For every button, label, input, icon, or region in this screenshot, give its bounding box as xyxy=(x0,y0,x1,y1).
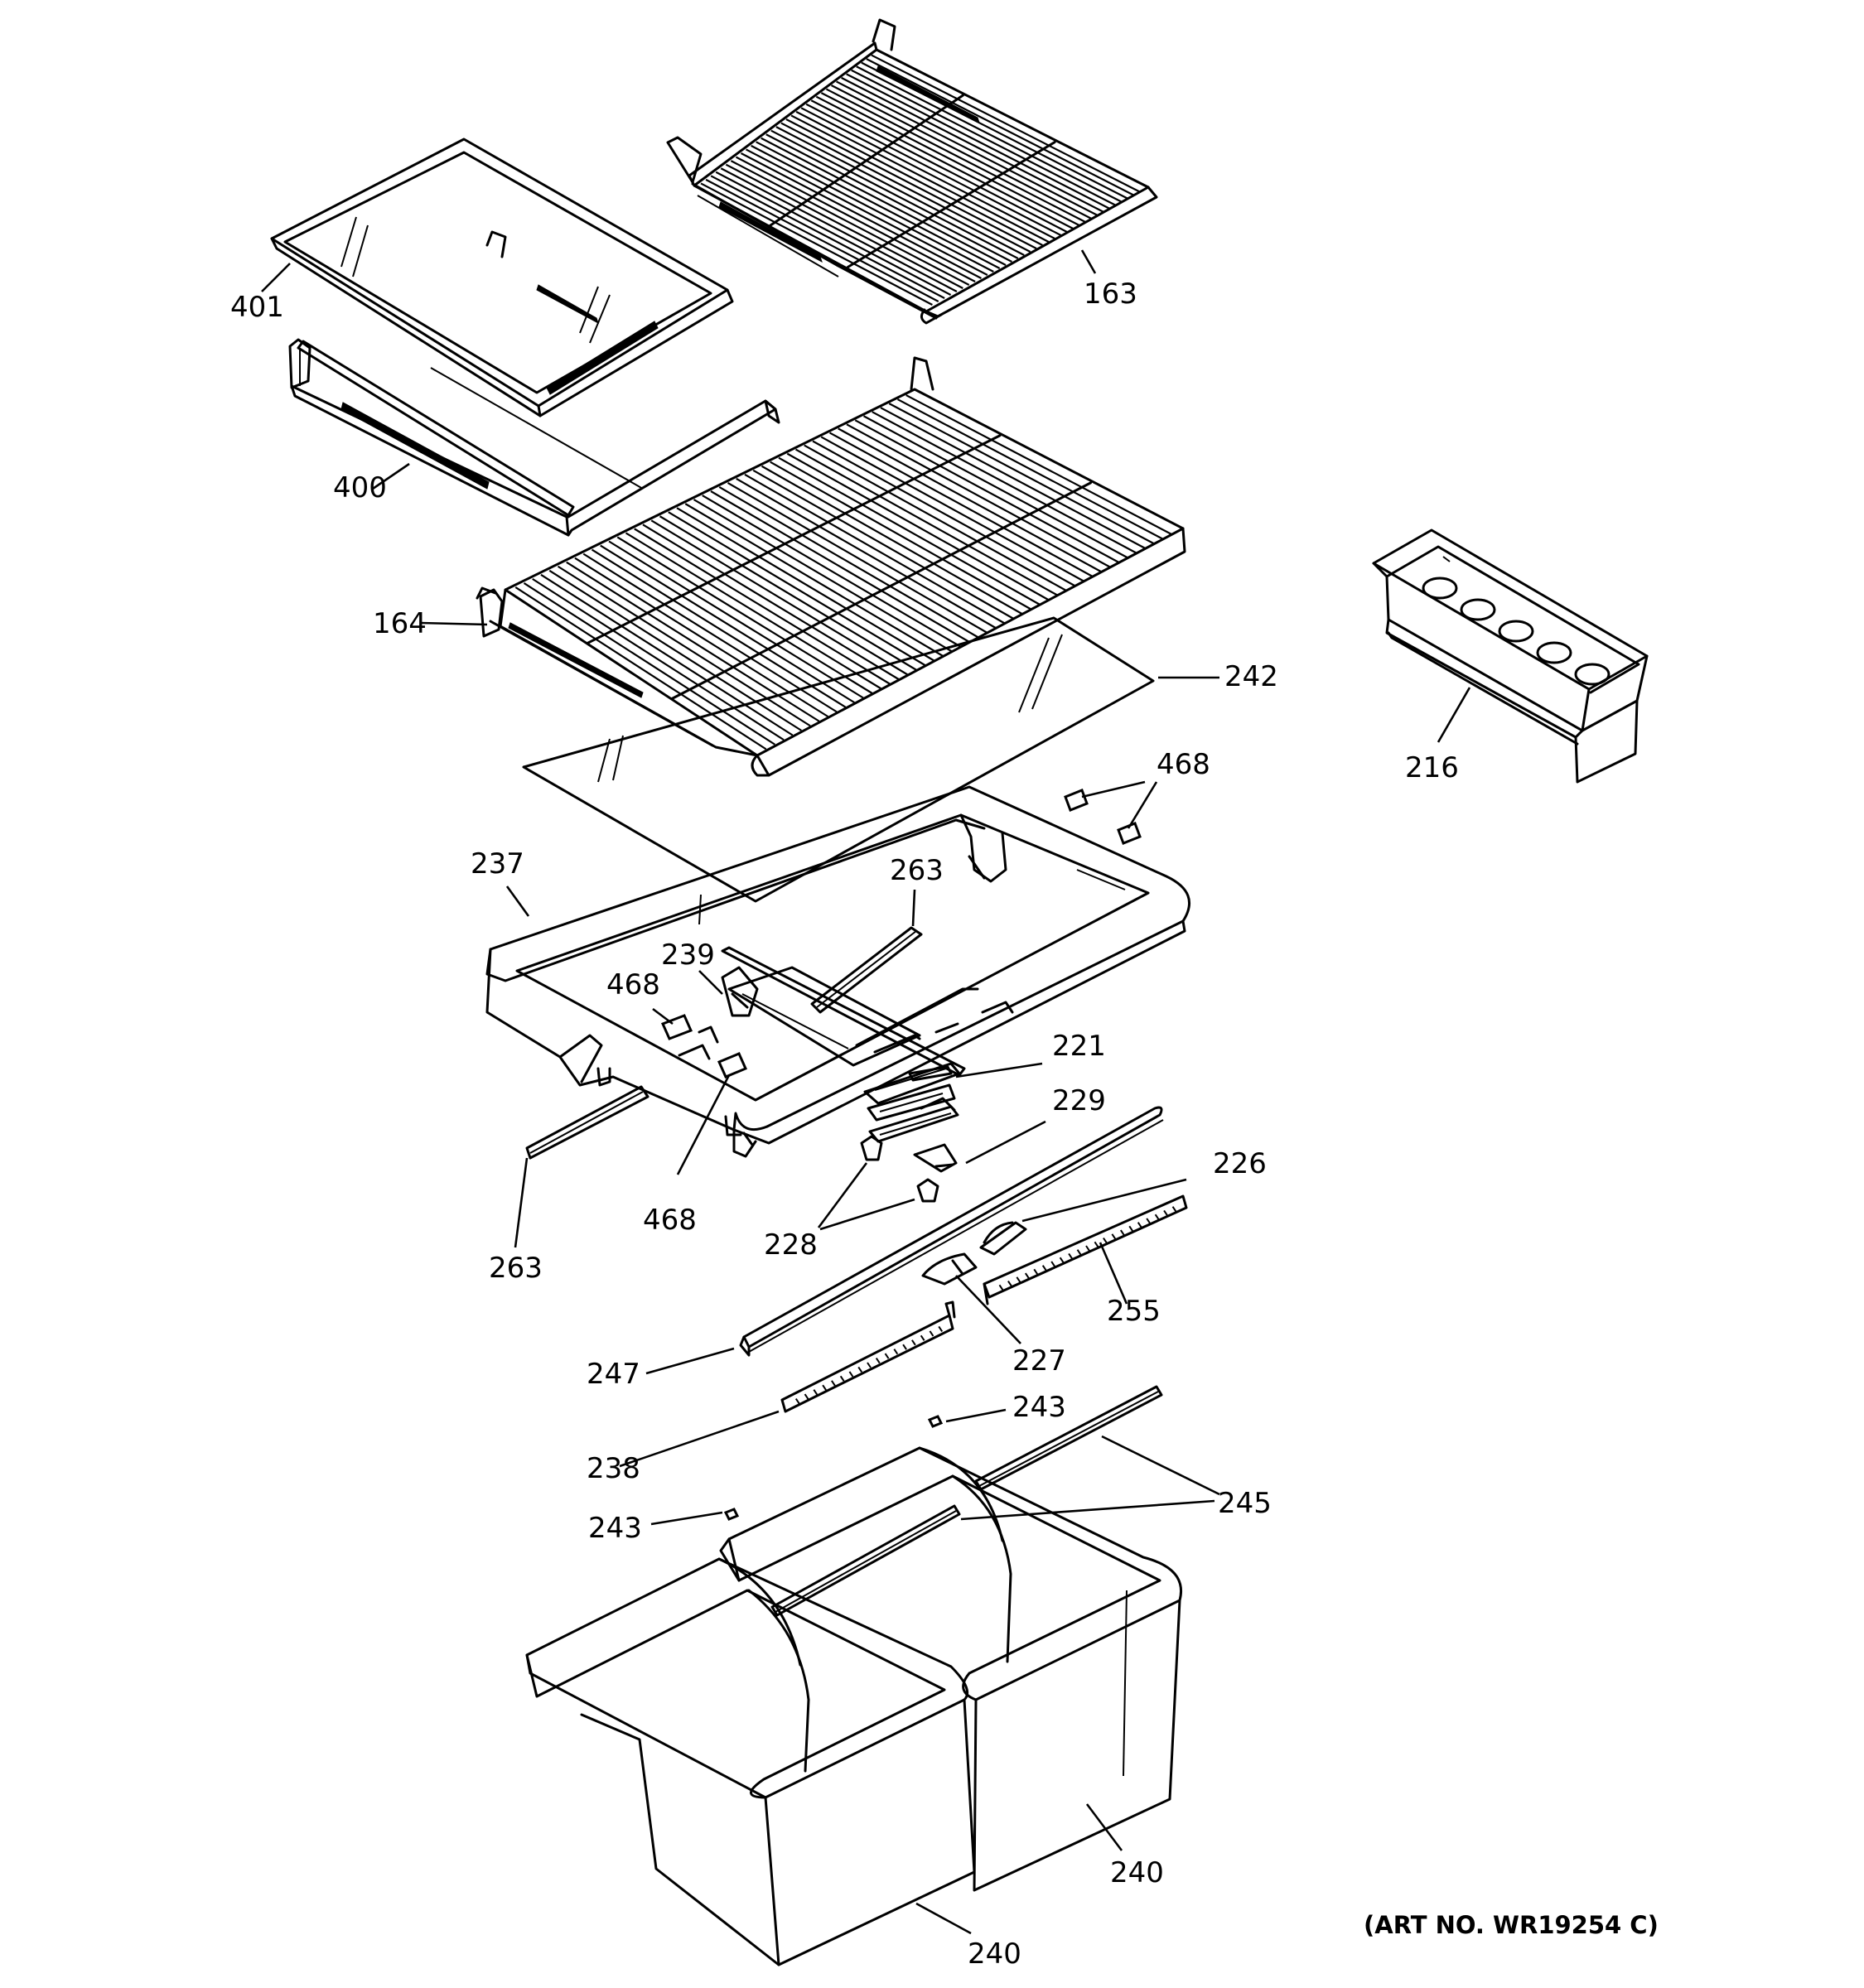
crisper-frame-237 xyxy=(485,785,1191,1158)
callout-164: 164 xyxy=(373,607,427,640)
art-number: (ART NO. WR19254 C) xyxy=(1364,1911,1659,1939)
callout-255: 255 xyxy=(1107,1295,1161,1328)
callout-400: 400 xyxy=(333,471,387,504)
callout-226: 226 xyxy=(1213,1147,1267,1180)
callout-242: 242 xyxy=(1224,660,1278,693)
rail-263-lower xyxy=(525,1085,650,1160)
callout-229: 229 xyxy=(1052,1084,1106,1117)
clip-468-c xyxy=(717,1052,747,1078)
leader-lines xyxy=(261,249,1471,1935)
vent-255 xyxy=(983,1194,1188,1305)
rail-245-left xyxy=(770,1504,961,1617)
callout-labels: 401 163 400 164 242 216 468 237 263 239 … xyxy=(230,277,1459,1971)
pad-243-a xyxy=(927,1415,944,1428)
callout-468-a: 468 xyxy=(1157,748,1210,781)
callout-238: 238 xyxy=(587,1452,640,1485)
callout-468-c: 468 xyxy=(643,1204,697,1237)
callout-228: 228 xyxy=(764,1228,818,1262)
shelf-wires-164 xyxy=(514,394,1173,750)
vent-slots-238 xyxy=(794,1325,944,1405)
callout-163: 163 xyxy=(1084,277,1137,311)
rail-263-upper xyxy=(810,926,923,1014)
control-229 xyxy=(913,1143,958,1173)
callout-240-a: 240 xyxy=(1110,1856,1164,1889)
vent-slots-255 xyxy=(998,1206,1177,1291)
callout-243-a: 243 xyxy=(1012,1391,1066,1424)
crisper-drawer-240-right xyxy=(719,1446,1182,1892)
callout-240-b: 240 xyxy=(968,1937,1021,1971)
glass-panel-242 xyxy=(522,616,1155,903)
crisper-drawer-240-left xyxy=(525,1557,976,1966)
callout-216: 216 xyxy=(1405,751,1459,784)
callout-221: 221 xyxy=(1052,1030,1106,1063)
shelf-wires-163 xyxy=(700,54,1142,306)
bin-cups-216 xyxy=(1422,577,1610,686)
shelf-slide-400 xyxy=(288,338,780,537)
slider-227 xyxy=(921,1252,978,1286)
callout-245: 245 xyxy=(1218,1487,1272,1520)
callout-239: 239 xyxy=(661,939,715,972)
knob-228-b xyxy=(916,1178,939,1203)
callout-237: 237 xyxy=(471,847,524,881)
wire-shelf-164 xyxy=(476,356,1186,777)
callout-227: 227 xyxy=(1012,1344,1066,1378)
callout-401: 401 xyxy=(230,291,284,324)
callout-247: 247 xyxy=(587,1358,640,1391)
pad-243-b xyxy=(723,1508,740,1521)
knob-228-a xyxy=(860,1135,883,1161)
callout-468-b: 468 xyxy=(606,968,660,1001)
rail-245-right xyxy=(974,1385,1163,1491)
slider-226 xyxy=(979,1221,1027,1256)
callout-263-b: 263 xyxy=(489,1252,543,1285)
vent-238 xyxy=(780,1300,956,1413)
bin-216 xyxy=(1372,528,1649,784)
callout-263-a: 263 xyxy=(890,854,944,887)
callout-243-b: 243 xyxy=(588,1512,642,1545)
bar-247 xyxy=(739,1106,1164,1357)
glass-shelf-401 xyxy=(270,138,734,417)
wire-shelf-163 xyxy=(666,18,1158,325)
